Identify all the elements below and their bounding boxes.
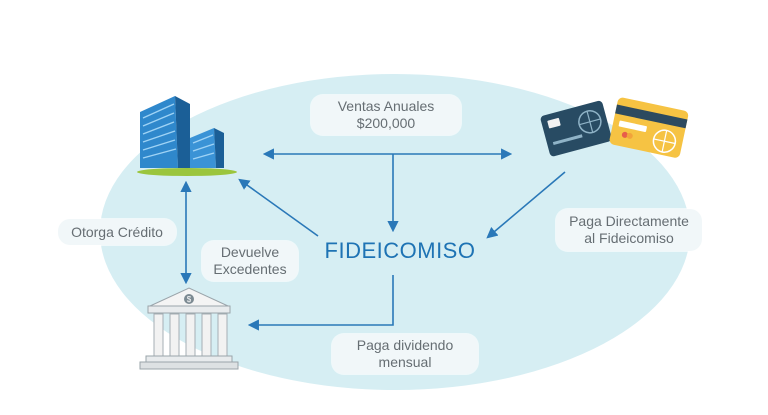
trust-title: FIDEICOMISO (324, 238, 476, 263)
office-buildings-icon (137, 96, 237, 176)
arrows (180, 148, 566, 331)
annual-sales-line2: $200,000 (356, 115, 416, 131)
svg-text:$: $ (187, 295, 192, 304)
label-pays-directly: Paga Directamente al Fideicomiso (556, 209, 702, 251)
credit-cards-icon (540, 97, 689, 158)
grants-credit-text: Otorga Crédito (71, 223, 163, 240)
monthly-dividend-line2: mensual (378, 354, 432, 370)
annual-sales-line1: Ventas Anuales (337, 98, 435, 114)
arrow-cards-to-trust (486, 171, 566, 239)
pays-directly-line1: Paga Directamente (569, 213, 689, 229)
label-returns-surplus: Devuelve Excedentes (202, 241, 298, 281)
label-grants-credit: Otorga Crédito (58, 219, 176, 245)
returns-surplus-line1: Devuelve (220, 244, 280, 260)
arrow-trust-to-company (238, 178, 319, 237)
returns-surplus-line2: Excedentes (213, 261, 287, 277)
bank-icon: $ (139, 287, 239, 370)
label-monthly-dividend: Paga dividendo mensual (332, 334, 478, 374)
label-annual-sales: Ventas Anuales $200,000 (311, 95, 461, 135)
pays-directly-line2: al Fideicomiso (584, 230, 674, 246)
monthly-dividend-line1: Paga dividendo (356, 337, 454, 353)
arrow-trust-to-bank (247, 275, 394, 331)
